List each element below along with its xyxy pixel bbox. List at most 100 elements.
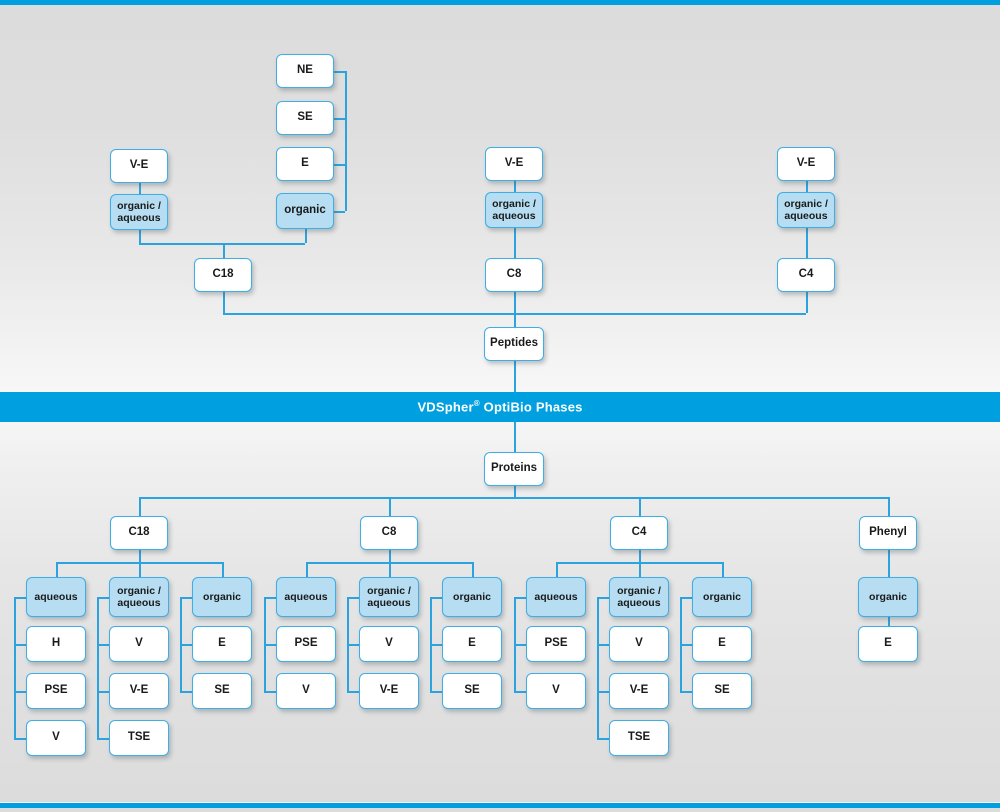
peptides-c8-v-e[interactable]: V-E: [485, 147, 543, 181]
proteins-p-c8-aqueous-v[interactable]: V: [276, 673, 336, 709]
proteins-p-c18-aqueous-v[interactable]: V: [26, 720, 86, 756]
proteins-phase-phenyl[interactable]: Phenyl: [859, 516, 917, 550]
connector-p-c8-aqueous-stub-0: [264, 644, 276, 646]
proteins-phase-c8[interactable]: C8: [360, 516, 418, 550]
proteins-phase-c4[interactable]: C4: [610, 516, 668, 550]
node-label: Proteins: [490, 462, 537, 475]
connector-p-c18-organic-stub-0: [180, 644, 192, 646]
proteins-p-c8-organic-e[interactable]: E: [442, 626, 502, 662]
registered-mark-icon: ®: [473, 399, 480, 409]
proteins-p-c18-organic-aqueous-v-e[interactable]: V-E: [109, 673, 169, 709]
proteins-p-c4-aqueous-v[interactable]: V: [526, 673, 586, 709]
connector-p-c8-fan-2: [472, 562, 474, 577]
connector-proteins-p-c4-riser: [639, 497, 641, 516]
peptides-phase-c8[interactable]: C8: [485, 258, 543, 292]
connector-p-c4-drop: [639, 550, 641, 562]
proteins-p-c18-organic-e[interactable]: E: [192, 626, 252, 662]
connector-p-c8-organic-stub-1: [430, 691, 442, 693]
peptides-c18-mode-organic[interactable]: organic: [276, 193, 334, 229]
node-label: V-E: [796, 157, 816, 170]
peptides-phase-c18[interactable]: C18: [194, 258, 252, 292]
connector-peptides-c18-ne: [334, 71, 345, 73]
proteins-p-c18-organic-aqueous-v[interactable]: V: [109, 626, 169, 662]
node-label: aqueous: [534, 590, 578, 603]
proteins-p-c18-mode-aqueous[interactable]: aqueous: [26, 577, 86, 617]
connector-p-c18-aqueous-stub-2: [14, 738, 26, 740]
proteins-p-phenyl-organic-e[interactable]: E: [858, 626, 918, 662]
node-label: SE: [297, 111, 313, 124]
connector-p-c8-organic-aqueous-spine: [347, 597, 349, 691]
peptides-phase-c4[interactable]: C4: [777, 258, 835, 292]
peptides-c18-right-se[interactable]: SE: [276, 101, 334, 135]
top-accent-rule: [0, 0, 1000, 5]
proteins-p-c18-mode-organic-aqueous[interactable]: organic / aqueous: [109, 577, 169, 617]
proteins-p-c8-organic-se[interactable]: SE: [442, 673, 502, 709]
node-label: organic / aqueous: [117, 584, 161, 609]
node-label: organic / aqueous: [784, 197, 828, 222]
proteins-p-c4-mode-organic-aqueous[interactable]: organic / aqueous: [609, 577, 669, 617]
connector-peptides-c18-right-spine: [345, 71, 347, 211]
proteins-p-c4-organic-e[interactable]: E: [692, 626, 752, 662]
node-label: organic / aqueous: [117, 199, 161, 224]
node-label: H: [51, 637, 61, 650]
connector-p-c8-organic-spine: [430, 597, 432, 691]
proteins-p-c8-aqueous-pse[interactable]: PSE: [276, 626, 336, 662]
proteins-p-c4-organic-se[interactable]: SE: [692, 673, 752, 709]
proteins-p-c4-organic-aqueous-tse[interactable]: TSE: [609, 720, 669, 756]
node-label: V-E: [129, 159, 149, 172]
proteins-p-c8-organic-aqueous-v[interactable]: V: [359, 626, 419, 662]
connector-p-c18-aqueous-stub-mode: [14, 597, 26, 599]
proteins-p-c18-aqueous-h[interactable]: H: [26, 626, 86, 662]
peptides-c18-right-e[interactable]: E: [276, 147, 334, 181]
proteins-p-c4-organic-aqueous-v-e[interactable]: V-E: [609, 673, 669, 709]
connector-p-c8-organic-aqueous-stub-mode: [347, 597, 359, 599]
connector-peptides-c18-se: [334, 118, 345, 120]
connector-peptides-c8-b: [514, 228, 516, 258]
proteins-p-c8-mode-organic[interactable]: organic: [442, 577, 502, 617]
proteins-p-c18-organic-se[interactable]: SE: [192, 673, 252, 709]
node-label: V: [635, 637, 643, 650]
connector-p-c18-organic-stub-1: [180, 691, 192, 693]
node-label: organic: [453, 590, 491, 603]
node-label: NE: [297, 64, 313, 77]
connector-p-c8-organic-stub-0: [430, 644, 442, 646]
proteins-p-c18-organic-aqueous-tse[interactable]: TSE: [109, 720, 169, 756]
connector-p-c8-aqueous-spine: [264, 597, 266, 691]
proteins-p-c18-mode-organic[interactable]: organic: [192, 577, 252, 617]
connector-p-c18-organic-aqueous-stub-0: [97, 644, 109, 646]
peptides-c18-right-ne[interactable]: NE: [276, 54, 334, 88]
proteins-phase-c18[interactable]: C18: [110, 516, 168, 550]
background-band-foot: [0, 808, 1000, 812]
peptides-c18-mode-organic-aqueous[interactable]: organic / aqueous: [110, 194, 168, 230]
peptides-root[interactable]: Peptides: [484, 327, 544, 361]
connector-p-c4-organic-spine: [680, 597, 682, 691]
connector-p-c18-organic-aqueous-stub-mode: [97, 597, 109, 599]
proteins-p-c8-mode-organic-aqueous[interactable]: organic / aqueous: [359, 577, 419, 617]
connector-p-c18-fan-0: [56, 562, 58, 577]
proteins-p-c4-mode-organic[interactable]: organic: [692, 577, 752, 617]
node-label: SE: [214, 684, 230, 697]
node-label: organic: [703, 590, 741, 603]
proteins-root[interactable]: Proteins: [484, 452, 544, 486]
node-label: organic: [284, 204, 326, 217]
peptides-c18-left-v-e[interactable]: V-E: [110, 149, 168, 183]
node-label: V: [385, 637, 393, 650]
proteins-p-c4-aqueous-pse[interactable]: PSE: [526, 626, 586, 662]
proteins-p-c4-organic-aqueous-v[interactable]: V: [609, 626, 669, 662]
proteins-p-phenyl-mode-organic[interactable]: organic: [858, 577, 918, 617]
peptides-c4-mode-organic-aqueous[interactable]: organic / aqueous: [777, 192, 835, 228]
proteins-p-c8-mode-aqueous[interactable]: aqueous: [276, 577, 336, 617]
node-label: V-E: [379, 684, 399, 697]
peptides-c8-mode-organic-aqueous[interactable]: organic / aqueous: [485, 192, 543, 228]
node-label: TSE: [127, 731, 151, 744]
proteins-p-c18-aqueous-pse[interactable]: PSE: [26, 673, 86, 709]
proteins-p-c8-organic-aqueous-v-e[interactable]: V-E: [359, 673, 419, 709]
node-label: V: [52, 731, 60, 744]
node-label: E: [718, 637, 726, 650]
connector-peptides-c18-stem: [223, 243, 225, 258]
proteins-p-c4-mode-aqueous[interactable]: aqueous: [526, 577, 586, 617]
peptides-c4-v-e[interactable]: V-E: [777, 147, 835, 181]
node-label: TSE: [627, 731, 651, 744]
connector-p-c18-fan-1: [139, 562, 141, 577]
connector-peptides-c18-organic: [334, 211, 345, 213]
